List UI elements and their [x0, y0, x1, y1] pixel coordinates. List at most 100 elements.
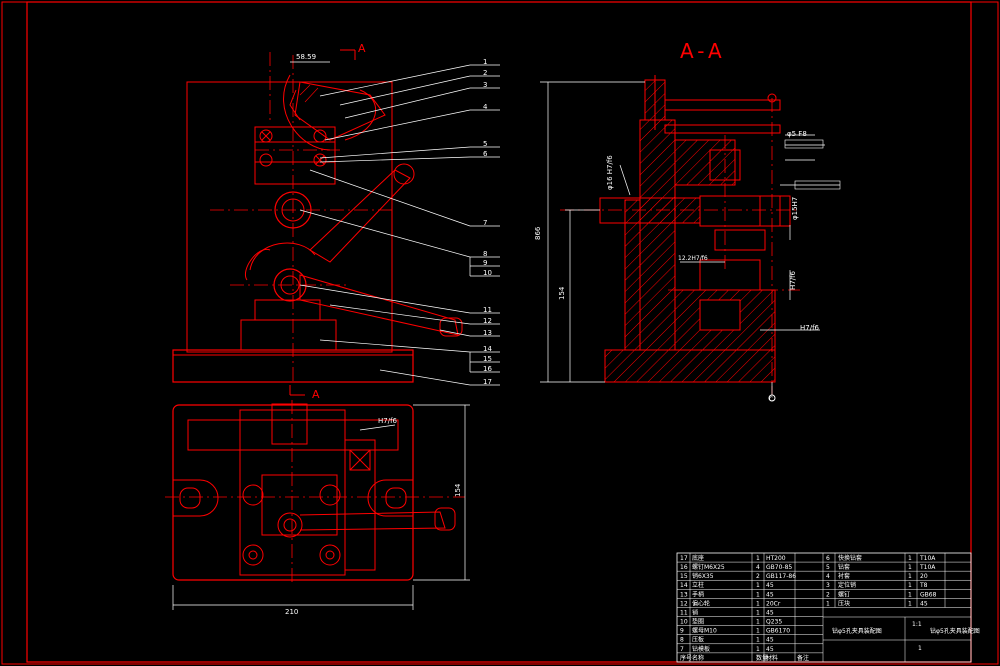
- part-balloon: 17: [483, 378, 492, 386]
- title-block-cell: 钻模板: [692, 645, 710, 653]
- title-block-cell: 垫圈: [692, 618, 704, 626]
- title-block-cell: 1: [908, 591, 912, 598]
- title-block-cell: 压块: [838, 599, 850, 607]
- title-block-cell: 45: [766, 582, 774, 589]
- title-block-cell: 名称: [692, 654, 704, 662]
- title-block-cell: 销6X35: [692, 572, 714, 580]
- title-block-cell: 4: [756, 564, 760, 571]
- part-balloon: 1: [483, 58, 487, 66]
- title-block-cell: 1: [908, 555, 912, 562]
- title-block-cell: 压板: [692, 636, 704, 644]
- title-block-cell: 衬套: [838, 572, 850, 580]
- part-balloon: 9: [483, 259, 487, 267]
- title-block-cell: 5: [826, 564, 830, 571]
- fit-16h7: φ16 H7/f6: [606, 155, 614, 190]
- title-block-cell: 1: [756, 600, 760, 607]
- title-block-cell: 1: [756, 628, 760, 635]
- title-block-cell: 17: [680, 555, 688, 562]
- title-block-cell: 偏心轮: [692, 599, 710, 607]
- title-block-cell: 20Cr: [766, 600, 781, 607]
- title-block-cell: 9: [680, 628, 684, 635]
- title-block-cell: GB6170: [766, 628, 790, 635]
- title-block-cell: 钻套: [838, 563, 850, 571]
- part-balloon: 4: [483, 103, 488, 111]
- title-block-cell: 材料: [766, 654, 778, 662]
- fit-15h7: φ15H7: [791, 197, 799, 220]
- title-block-cell: 11: [680, 609, 688, 616]
- part-balloon: 14: [483, 345, 492, 353]
- part-balloon: 11: [483, 306, 492, 314]
- drawing-labels: A-A A A 58.59 866 154 154 210 H7/f6 φ5 F…: [285, 39, 820, 616]
- title-block-cell: T10A: [919, 564, 936, 571]
- title-block-cell: 6: [826, 555, 830, 562]
- part-balloon: 6: [483, 150, 488, 158]
- title-block-cell: GB70-85: [766, 564, 792, 571]
- title-block-cell: 2: [756, 573, 760, 580]
- title-block-cell: 1: [908, 564, 912, 571]
- title-block-cell: Q235: [766, 619, 782, 626]
- title-block-cell: GB117-86: [766, 573, 796, 580]
- title-block-cell: 1: [908, 600, 912, 607]
- title-block-cell: 螺母M10: [692, 627, 717, 635]
- section-mark-bottom: A: [312, 388, 320, 401]
- title-block-cell: HT200: [766, 555, 786, 562]
- part-balloon: 5: [483, 140, 487, 148]
- plan-view: [165, 400, 470, 610]
- section-view: [540, 75, 841, 402]
- title-block-cell: 立柱: [692, 581, 704, 589]
- title-block-cell: 20: [920, 573, 928, 580]
- part-balloon: 10: [483, 269, 492, 277]
- school-name: 钻φ5孔夹具装配图: [930, 627, 980, 635]
- title-block-cell: 45: [766, 637, 774, 644]
- dim-offset-top: 58.59: [296, 53, 316, 61]
- part-balloon: 16: [483, 365, 492, 373]
- title-block-cell: T8: [919, 582, 928, 589]
- dim-height-866: 866: [534, 226, 542, 240]
- title-block-cell: 螺钉: [838, 590, 850, 598]
- datum-c: C: [769, 396, 773, 403]
- title-block-cell: 45: [766, 609, 774, 616]
- title-block-cell: 12: [680, 600, 688, 607]
- title-block-cell: 45: [766, 591, 774, 598]
- part-balloon: 3: [483, 81, 487, 89]
- title-block-cell: 1: [756, 646, 760, 653]
- part-balloon: 12: [483, 317, 492, 325]
- part-balloon: 15: [483, 355, 492, 363]
- title-block-cell: 45: [766, 646, 774, 653]
- sheet: 1: [918, 645, 922, 652]
- title-block-cell: 数量: [756, 654, 768, 662]
- title-block-cell: T10A: [919, 555, 936, 562]
- dim-width-plan: 210: [285, 608, 298, 616]
- title-block-cell: GB68: [920, 591, 937, 598]
- title-block-cell: 序号: [680, 654, 692, 662]
- title-block-cell: 16: [680, 564, 688, 571]
- title-block-cell: 快换钻套: [838, 554, 862, 562]
- title-block-cell: 螺钉M6X25: [692, 563, 725, 571]
- title-block-cell: 15: [680, 573, 688, 580]
- title-block-cell: 10: [680, 619, 688, 626]
- title-block-cell: 8: [680, 637, 684, 644]
- section-mark-top: A: [358, 42, 366, 55]
- part-balloon: 13: [483, 329, 492, 337]
- part-balloon: 8: [483, 250, 487, 258]
- title-block-cell: 1: [826, 600, 830, 607]
- title-block-cell: 底座: [692, 554, 704, 562]
- title-block-cell: 14: [680, 582, 688, 589]
- title-block-cell: 7: [680, 646, 684, 653]
- title-block-cell: 1: [756, 591, 760, 598]
- title-block-cell: 1: [756, 619, 760, 626]
- section-title: A-A: [680, 39, 726, 63]
- title-block-cell: 1: [908, 582, 912, 589]
- part-balloon: 7: [483, 219, 487, 227]
- dim-height-154-side: 154: [558, 286, 566, 300]
- inner-border: [26, 1, 972, 663]
- fit-h7-mid: H7/f6: [789, 270, 797, 290]
- title-block-cell: 3: [826, 582, 830, 589]
- title-block-cell: 13: [680, 591, 688, 598]
- drawing-name: 钻φ5孔夹具装配图: [832, 627, 882, 635]
- fit-h7-plan: H7/f6: [378, 417, 398, 425]
- title-block-cell: 定位销: [838, 581, 856, 589]
- title-block-cell: 45: [920, 600, 928, 607]
- title-block-cell: 1: [908, 573, 912, 580]
